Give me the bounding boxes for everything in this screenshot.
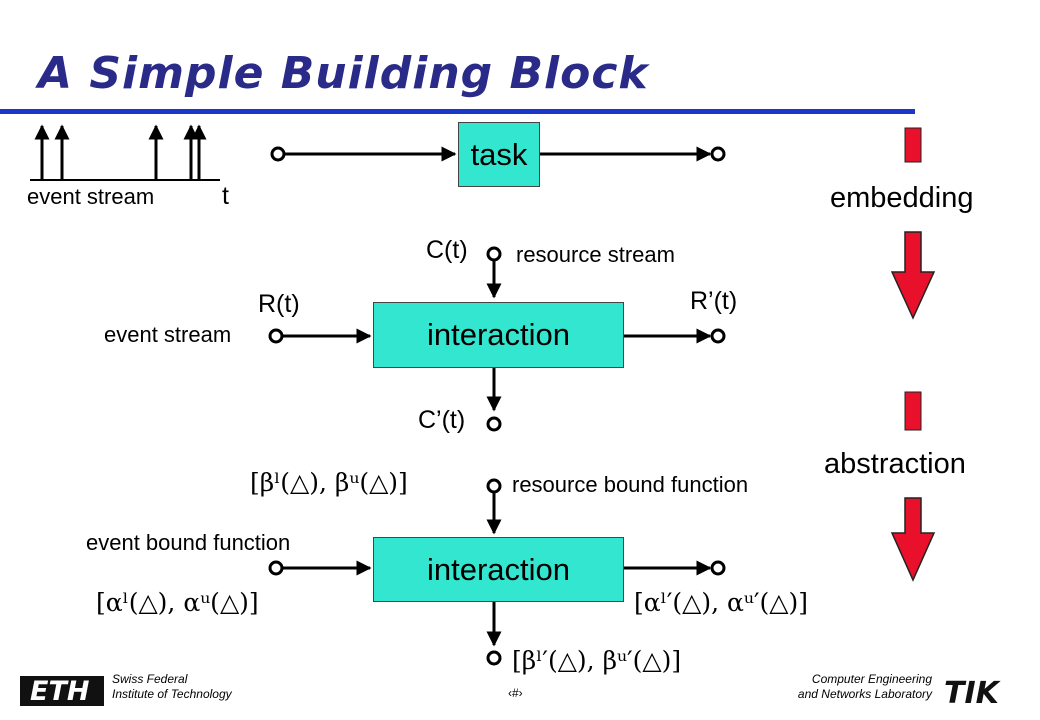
resource-out-label: C’(t): [418, 406, 466, 434]
embedding-label: embedding: [830, 182, 974, 214]
event-stream-plot: [30, 124, 220, 181]
abstraction-arrow: [890, 391, 936, 582]
beta-output-port: [486, 650, 502, 666]
beta-input-port: [486, 478, 502, 494]
event-input-port: [268, 328, 284, 344]
resource-input-port: [486, 246, 502, 262]
alpha-in-label: [αˡ(△), αᵘ(△)]: [96, 588, 259, 617]
footer-institution: Swiss Federal Institute of Technology: [112, 672, 232, 702]
beta-out-label: [βˡ′(△), βᵘ′(△)]: [512, 646, 682, 675]
event-stream-label: event stream: [27, 184, 155, 209]
footer-lab: Computer Engineering and Networks Labora…: [760, 672, 932, 702]
event-bound-function-label: event bound function: [86, 530, 291, 555]
task-input-port: [270, 146, 286, 162]
tik-logo: TIK: [944, 676, 1002, 711]
embedding-arrow: [890, 127, 936, 320]
footer-right-line1: Computer Engineering: [811, 672, 932, 686]
task-row: [270, 146, 726, 162]
footer-left-line1: Swiss Federal: [112, 672, 188, 686]
alpha-input-port: [268, 560, 284, 576]
event-in-label: R(t): [258, 290, 300, 318]
footer-left-line2: Institute of Technology: [112, 687, 232, 701]
alpha-output-port: [710, 560, 726, 576]
eth-logo: ETH: [20, 676, 104, 707]
task-label: task: [470, 136, 528, 172]
title-underline: [0, 109, 915, 114]
resource-output-port: [486, 416, 502, 432]
task-box: task: [458, 122, 540, 187]
alpha-out-label: [αˡ′(△), αᵘ′(△)]: [634, 588, 809, 617]
page-number: ‹#›: [508, 686, 523, 700]
resource-in-label: C(t): [426, 236, 468, 264]
interaction-label: interaction: [426, 317, 571, 352]
footer-right-line2: and Networks Laboratory: [797, 687, 932, 701]
event-output-port: [710, 328, 726, 344]
interaction-box-abstract: interaction: [373, 537, 624, 602]
interaction-label: interaction: [426, 551, 571, 587]
time-axis-label: t: [222, 182, 229, 210]
interaction-box-concrete: interaction: [373, 302, 624, 368]
task-output-port: [710, 146, 726, 162]
event-out-label: R’(t): [690, 287, 738, 315]
resource-stream-label: resource stream: [516, 242, 675, 267]
concrete-interaction-connectors: [268, 246, 726, 432]
resource-bound-function-label: resource bound function: [512, 472, 749, 497]
page-title: A Simple Building Block: [38, 48, 649, 99]
svg-text:TIK: TIK: [944, 676, 1002, 711]
abstract-interaction-connectors: [268, 478, 726, 666]
abstraction-label: abstraction: [824, 448, 966, 480]
svg-text:ETH: ETH: [30, 676, 90, 707]
event-stream-input-label: event stream: [104, 322, 232, 347]
beta-in-label: [βˡ(△), βᵘ(△)]: [250, 468, 408, 497]
